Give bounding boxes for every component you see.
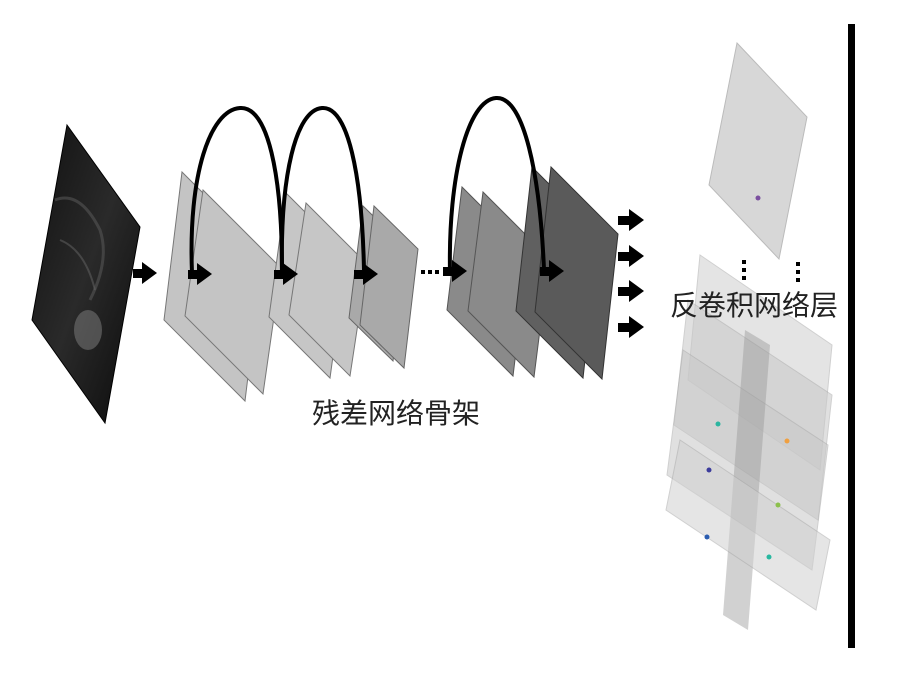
keypoint: [784, 438, 790, 444]
vertical-ellipsis: [742, 260, 800, 282]
layer-arrows: [188, 260, 564, 285]
heatmap-top: [708, 41, 808, 261]
backbone-label: 残差网络骨架: [312, 397, 481, 430]
keypoint: [766, 554, 772, 560]
keypoint: [706, 467, 712, 473]
feature-map-1b: [184, 188, 282, 396]
feature-map-5b: [534, 165, 619, 381]
right-arrow-icon: [618, 280, 644, 302]
right-arrow-icon: [354, 263, 378, 285]
right-arrow-icon: [133, 262, 157, 284]
backbone-layers: [163, 165, 619, 403]
right-arrow-icon: [618, 316, 644, 338]
heatmap-stack: [665, 254, 833, 630]
right-arrow-icon: [618, 209, 644, 231]
right-arrow-icon: [443, 260, 467, 282]
output-arrows: [618, 209, 644, 338]
right-border-bar: [848, 24, 855, 648]
ellipsis-dots: [421, 270, 439, 274]
right-arrow-icon: [618, 245, 644, 267]
feature-map-3b: [359, 204, 419, 370]
deconv-label: 反卷积网络层: [670, 289, 839, 322]
right-arrow-icon: [274, 263, 298, 285]
skip-connection-arc-icon: [189, 95, 546, 274]
keypoint: [704, 534, 710, 540]
feature-map-2b: [288, 201, 368, 378]
input-image-icon: [31, 123, 141, 425]
keypoint: [755, 195, 761, 201]
keypoint: [775, 502, 781, 508]
right-arrow-icon: [540, 260, 564, 282]
right-arrow-icon: [188, 263, 212, 285]
keypoint: [715, 421, 721, 427]
